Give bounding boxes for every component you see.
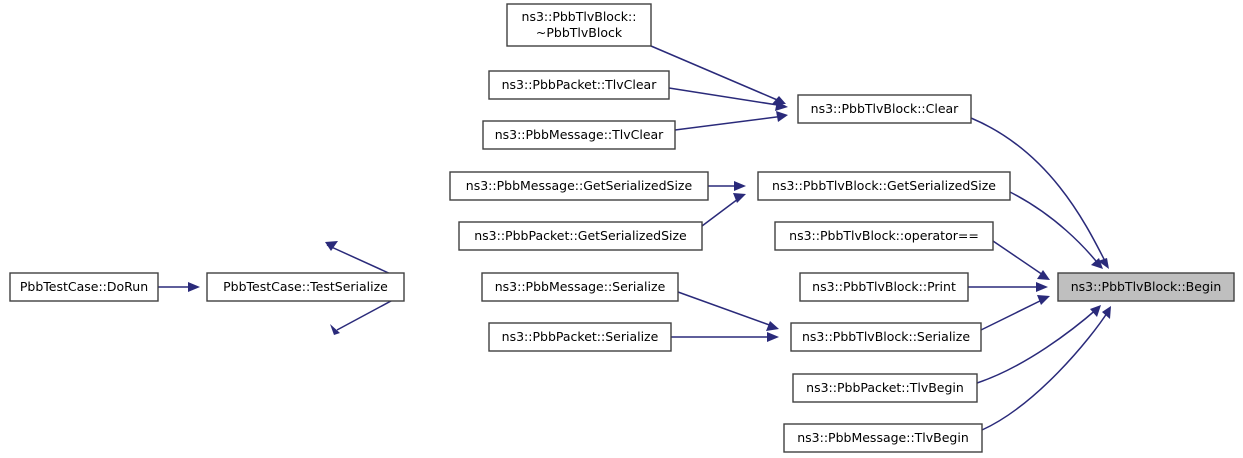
arrowhead-icon bbox=[733, 193, 746, 203]
node-box[interactable] bbox=[774, 221, 994, 251]
node-box[interactable] bbox=[1057, 272, 1235, 302]
edges-layer bbox=[158, 45, 1111, 431]
edge-line bbox=[976, 307, 1099, 384]
edge-n_dorun-to-n_testserialize bbox=[158, 282, 200, 292]
node-block_gss[interactable]: ns3::PbbTlvBlock::GetSerializedSize bbox=[757, 171, 1011, 201]
edge-n_message_serialize-to-n_block_serialize bbox=[677, 291, 779, 331]
edge-n_message_tlvbegin-to-n_block_begin bbox=[981, 306, 1111, 431]
node-block_serialize[interactable]: ns3::PbbTlvBlock::Serialize bbox=[790, 322, 982, 352]
arrowhead-icon bbox=[1090, 305, 1101, 317]
edge-n_dtor-to-n_block_clear bbox=[650, 45, 786, 104]
node-message_serialize[interactable]: ns3::PbbMessage::Serialize bbox=[481, 272, 679, 302]
arrowhead-icon bbox=[734, 181, 746, 191]
arrowhead-icon bbox=[1037, 295, 1050, 305]
arrowhead-icon bbox=[775, 101, 788, 111]
arrowhead-icon bbox=[330, 324, 340, 335]
node-box[interactable] bbox=[488, 322, 672, 352]
edge-n_block_gss-to-n_block_begin bbox=[1009, 191, 1103, 269]
edge-line bbox=[1009, 191, 1101, 267]
edge-n_block_tlvbegin-to-n_block_begin bbox=[976, 305, 1101, 384]
edge-n_block_operator-to-n_block_begin bbox=[992, 240, 1050, 280]
node-dorun[interactable]: PbbTestCase::DoRun bbox=[9, 272, 159, 302]
edge-n_block_clear-to-n_block_begin bbox=[970, 117, 1109, 269]
edge-line bbox=[981, 309, 1110, 431]
node-dtor[interactable]: ns3::PbbTlvBlock::~PbbTlvBlock bbox=[506, 3, 652, 47]
node-box[interactable] bbox=[449, 171, 709, 201]
node-block_begin[interactable]: ns3::PbbTlvBlock::Begin bbox=[1057, 272, 1235, 302]
node-message_gss[interactable]: ns3::PbbMessage::GetSerializedSize bbox=[449, 171, 709, 201]
node-box[interactable] bbox=[206, 272, 405, 302]
node-box[interactable] bbox=[783, 423, 983, 453]
node-box[interactable] bbox=[482, 120, 676, 150]
node-box[interactable] bbox=[790, 322, 982, 352]
edge-line bbox=[970, 117, 1108, 266]
edge-n_message_gss-to-n_block_gss bbox=[708, 181, 746, 191]
node-box[interactable] bbox=[799, 272, 969, 302]
arrowhead-icon bbox=[772, 96, 786, 104]
arrowhead-icon bbox=[776, 111, 788, 122]
edge-line bbox=[992, 240, 1047, 278]
node-box[interactable] bbox=[481, 272, 679, 302]
edge-line bbox=[701, 195, 743, 227]
arrowhead-icon bbox=[1098, 258, 1109, 269]
node-box[interactable] bbox=[797, 94, 972, 124]
edge-n_packet_serialize-to-n_block_serialize bbox=[671, 332, 779, 342]
node-packet_tlvclear[interactable]: ns3::PbbPacket::TlvClear bbox=[488, 70, 670, 100]
arrowhead-icon bbox=[1102, 306, 1111, 319]
edge-line bbox=[980, 297, 1047, 331]
node-message_tlvbegin[interactable]: ns3::PbbMessage::TlvBegin bbox=[783, 423, 983, 453]
node-packet_gss[interactable]: ns3::PbbPacket::GetSerializedSize bbox=[458, 221, 703, 251]
node-block_clear[interactable]: ns3::PbbTlvBlock::Clear bbox=[797, 94, 972, 124]
node-packet_tlvbegin[interactable]: ns3::PbbPacket::TlvBegin bbox=[792, 373, 978, 403]
node-block_print[interactable]: ns3::PbbTlvBlock::Print bbox=[799, 272, 969, 302]
arrowhead-icon bbox=[766, 321, 779, 331]
edge-n_packet_gss-to-n_block_gss bbox=[701, 193, 746, 227]
node-box[interactable] bbox=[9, 272, 159, 302]
arrowhead-icon bbox=[188, 282, 200, 292]
arrowhead-icon bbox=[325, 241, 338, 251]
node-box[interactable] bbox=[757, 171, 1011, 201]
arrowhead-icon bbox=[767, 332, 779, 342]
arrowhead-icon bbox=[1091, 258, 1103, 269]
nodes-layer: PbbTestCase::DoRun PbbTestCase::TestSeria… bbox=[9, 3, 1235, 453]
node-box[interactable] bbox=[488, 70, 670, 100]
edge-n_packet_tlvclear-to-n_block_clear bbox=[668, 87, 788, 111]
edge-line bbox=[677, 291, 776, 328]
node-box[interactable] bbox=[506, 3, 652, 47]
node-block_operator[interactable]: ns3::PbbTlvBlock::operator== bbox=[774, 221, 994, 251]
node-box[interactable] bbox=[458, 221, 703, 251]
node-message_tlvclear[interactable]: ns3::PbbMessage::TlvClear bbox=[482, 120, 676, 150]
edge-n_block_serialize-to-n_block_begin bbox=[980, 295, 1050, 331]
node-testserialize[interactable]: PbbTestCase::TestSerialize bbox=[206, 272, 405, 302]
edge-n_message_tlvclear-to-n_block_clear bbox=[674, 111, 788, 131]
node-packet_serialize[interactable]: ns3::PbbPacket::Serialize bbox=[488, 322, 672, 352]
edge-line bbox=[650, 45, 783, 103]
edge-n_block_print-to-n_block_begin bbox=[968, 282, 1048, 292]
edge-line bbox=[668, 87, 785, 107]
edge-line bbox=[674, 115, 785, 131]
arrowhead-icon bbox=[1037, 270, 1050, 280]
arrowhead-icon bbox=[1036, 282, 1048, 292]
node-box[interactable] bbox=[792, 373, 978, 403]
